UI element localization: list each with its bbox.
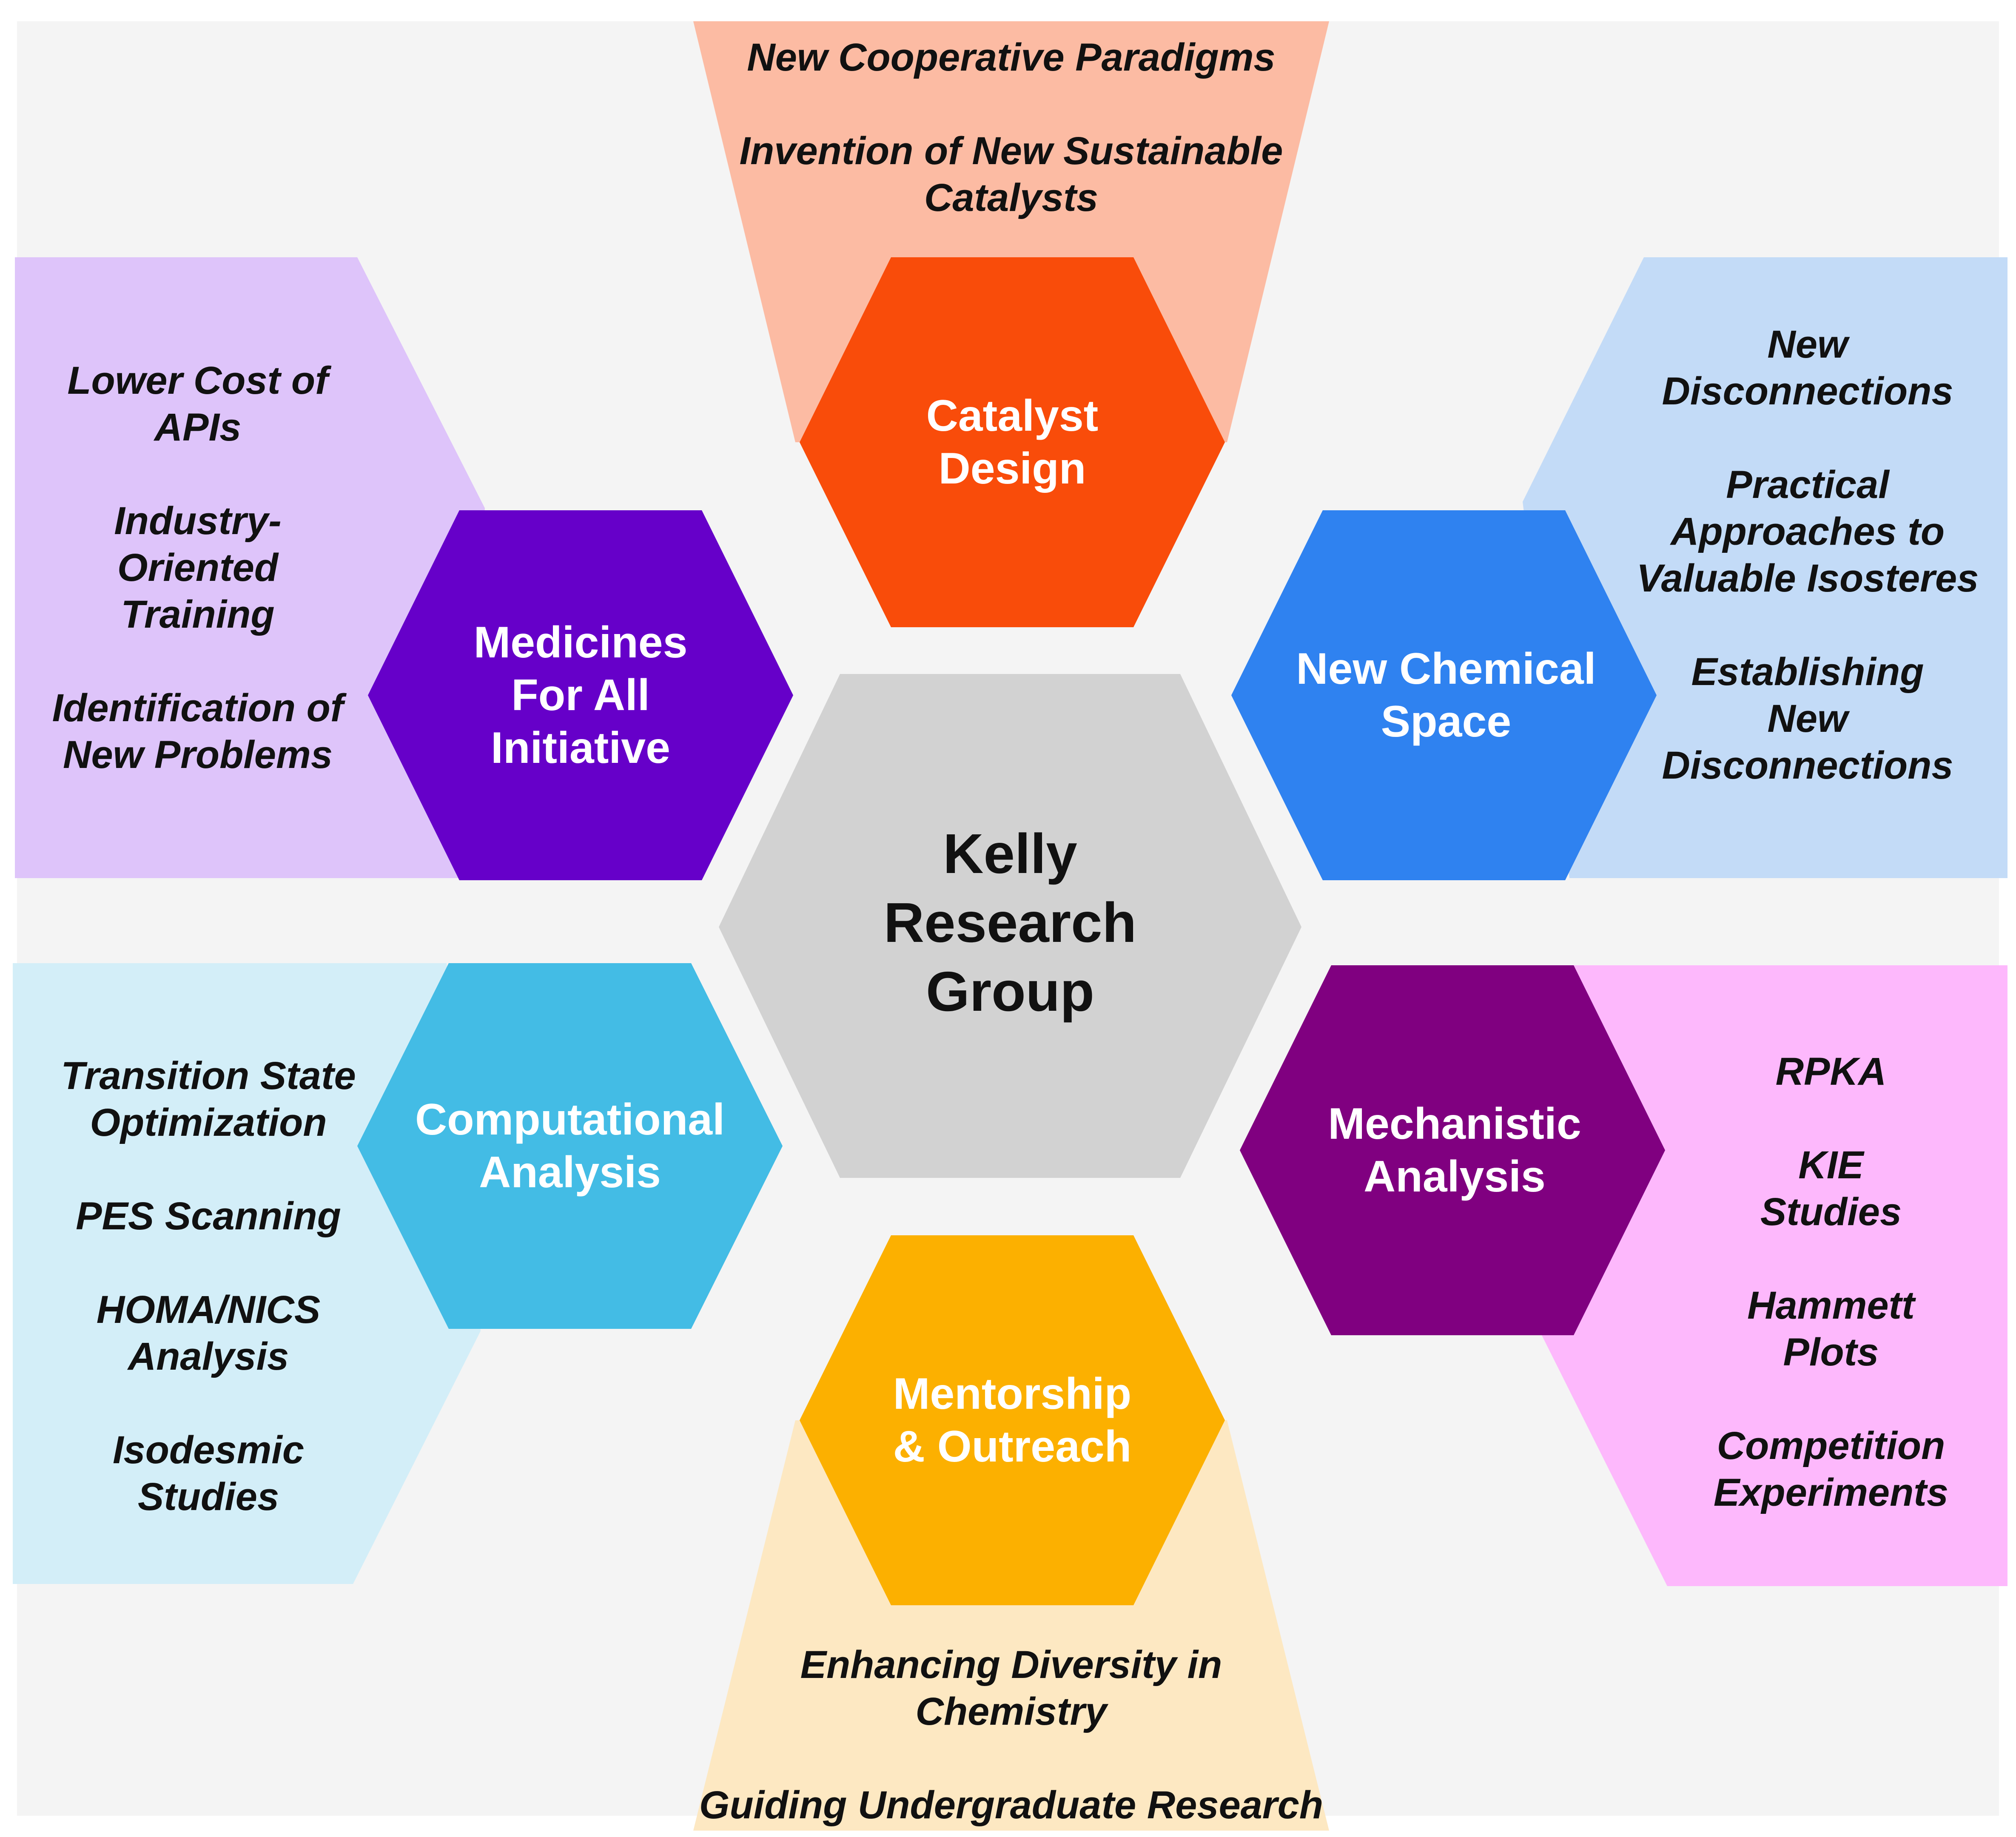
list-item: PES Scanning: [76, 1194, 341, 1238]
medicines-title: Medicines For All Initiative: [473, 618, 688, 773]
list-item: Identification of New Problems: [52, 686, 344, 776]
list-item: Establishing New Disconnections: [1662, 650, 1953, 787]
mechanistic-items: RPKA KIE Studies Hammett Plots Competiti…: [1654, 1048, 2007, 1516]
mentorship-items: Enhancing Diversity in Chemistry Guiding…: [693, 1641, 1329, 1827]
mechanistic-hexagon: [1240, 965, 1665, 1335]
catalyst-title: Catalyst Design: [926, 391, 1099, 493]
computational-items: Transition State Optimization PES Scanni…: [26, 1052, 391, 1520]
catalyst-hexagon: [800, 257, 1225, 627]
center-hexagon: [719, 674, 1301, 1178]
medicines-panel: [15, 257, 485, 878]
mentorship-title: Mentorship & Outreach: [893, 1369, 1132, 1471]
center-title: Kelly Research Group: [883, 822, 1137, 1023]
chemical-space-hexagon: [1231, 510, 1657, 880]
computational-title: Computational Analysis: [415, 1095, 725, 1197]
list-item: Transition State Optimization: [61, 1054, 356, 1144]
list-item: Competition Experiments: [1713, 1424, 1949, 1514]
chemical-space-items: New Disconnections Practical Approaches …: [1612, 321, 2003, 810]
medicines-hexagon: [368, 510, 793, 880]
list-item: Practical Approaches to Valuable Isoster…: [1636, 463, 1979, 600]
chemical-space-title: New Chemical Space: [1296, 644, 1596, 746]
list-item: HOMA/NICS Analysis: [96, 1288, 321, 1378]
list-item: New Disconnections: [1662, 323, 1953, 413]
mechanistic-panel: [1542, 965, 2007, 1586]
computational-hexagon: [357, 963, 783, 1329]
medicines-items: Lower Cost of APIs Industry- Oriented Tr…: [23, 357, 372, 782]
list-item: Lower Cost of APIs: [67, 359, 328, 449]
computational-panel: [13, 963, 481, 1584]
list-item: RPKA: [1775, 1050, 1887, 1093]
list-item: Industry- Oriented Training: [114, 499, 282, 636]
list-item: Isodesmic Studies: [113, 1428, 304, 1519]
list-item: New Cooperative Paradigms: [747, 36, 1276, 79]
list-item: Enhancing Diversity in Chemistry: [800, 1643, 1222, 1733]
mentorship-hexagon: [800, 1235, 1225, 1605]
list-item: Guiding Undergraduate Research: [699, 1783, 1324, 1827]
chemical-space-panel: [1523, 257, 2007, 878]
list-item: Hammett Plots: [1747, 1284, 1915, 1374]
list-item: Invention of New Sustainable Catalysts: [739, 129, 1283, 219]
mechanistic-title: Mechanistic Analysis: [1328, 1099, 1581, 1201]
catalyst-items: New Cooperative Paradigms Invention of N…: [693, 34, 1329, 225]
list-item: KIE Studies: [1760, 1143, 1902, 1234]
